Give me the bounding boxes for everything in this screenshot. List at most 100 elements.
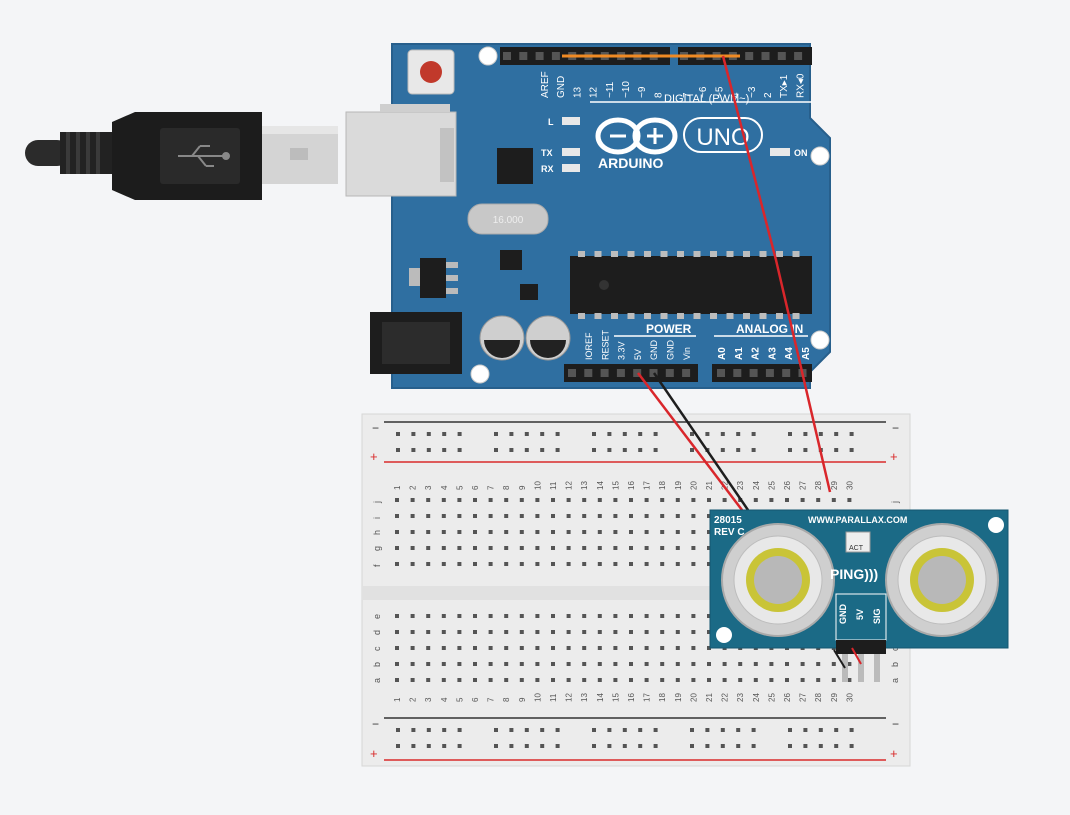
terminal-hole[interactable]	[395, 546, 399, 550]
terminal-hole[interactable]	[410, 630, 415, 634]
terminal-hole[interactable]	[613, 646, 618, 650]
terminal-hole[interactable]	[457, 530, 462, 534]
terminal-hole[interactable]	[738, 678, 743, 682]
terminal-hole[interactable]	[707, 614, 711, 618]
terminal-hole[interactable]	[660, 630, 665, 634]
terminal-hole[interactable]	[457, 546, 462, 550]
terminal-hole[interactable]	[582, 498, 587, 502]
terminal-hole[interactable]	[597, 614, 602, 618]
rail-hole[interactable]	[736, 448, 741, 452]
header-pin-hole[interactable]	[616, 369, 625, 377]
terminal-hole[interactable]	[426, 498, 431, 502]
rail-hole[interactable]	[638, 744, 643, 748]
sensor-pin-sig[interactable]	[874, 654, 880, 682]
terminal-hole[interactable]	[519, 530, 524, 534]
header-pin-hole[interactable]	[794, 52, 803, 60]
terminal-hole[interactable]	[566, 530, 571, 534]
rail-hole[interactable]	[834, 744, 839, 748]
terminal-hole[interactable]	[582, 546, 587, 550]
terminal-hole[interactable]	[457, 498, 462, 502]
terminal-hole[interactable]	[535, 678, 540, 682]
rail-hole[interactable]	[457, 432, 462, 436]
terminal-hole[interactable]	[441, 498, 446, 502]
terminal-hole[interactable]	[488, 530, 493, 534]
terminal-hole[interactable]	[816, 498, 821, 502]
terminal-hole[interactable]	[473, 614, 477, 618]
terminal-hole[interactable]	[551, 662, 555, 666]
rail-hole[interactable]	[411, 448, 416, 452]
terminal-hole[interactable]	[831, 678, 836, 682]
terminal-hole[interactable]	[707, 678, 711, 682]
terminal-hole[interactable]	[551, 514, 555, 518]
terminal-hole[interactable]	[691, 546, 696, 550]
rail-hole[interactable]	[592, 744, 596, 748]
rail-hole[interactable]	[849, 728, 854, 732]
signal-wire-red[interactable]	[721, 55, 832, 493]
terminal-hole[interactable]	[582, 662, 587, 666]
sensor-pin-5v[interactable]	[858, 654, 864, 682]
rail-hole[interactable]	[411, 728, 416, 732]
terminal-hole[interactable]	[473, 498, 477, 502]
rail-hole[interactable]	[849, 448, 854, 452]
rail-hole[interactable]	[411, 744, 416, 748]
terminal-hole[interactable]	[457, 646, 462, 650]
header-pin-hole[interactable]	[584, 369, 593, 377]
terminal-hole[interactable]	[473, 562, 477, 566]
terminal-hole[interactable]	[410, 514, 415, 518]
terminal-hole[interactable]	[597, 546, 602, 550]
terminal-hole[interactable]	[519, 498, 524, 502]
rail-hole[interactable]	[653, 744, 658, 748]
terminal-hole[interactable]	[457, 562, 462, 566]
rail-hole[interactable]	[690, 448, 694, 452]
terminal-hole[interactable]	[504, 646, 509, 650]
terminal-hole[interactable]	[519, 630, 524, 634]
rail-hole[interactable]	[705, 744, 710, 748]
terminal-hole[interactable]	[816, 678, 821, 682]
terminal-hole[interactable]	[473, 530, 477, 534]
terminal-hole[interactable]	[582, 514, 587, 518]
terminal-hole[interactable]	[535, 662, 540, 666]
header-pin-hole[interactable]	[568, 369, 576, 377]
terminal-hole[interactable]	[395, 514, 399, 518]
terminal-hole[interactable]	[457, 678, 462, 682]
rail-hole[interactable]	[622, 744, 627, 748]
terminal-hole[interactable]	[441, 514, 446, 518]
usb-cable[interactable]	[25, 112, 338, 200]
rail-hole[interactable]	[494, 744, 498, 748]
terminal-hole[interactable]	[535, 630, 540, 634]
terminal-hole[interactable]	[441, 630, 446, 634]
terminal-hole[interactable]	[504, 678, 509, 682]
terminal-hole[interactable]	[473, 646, 477, 650]
terminal-hole[interactable]	[847, 678, 852, 682]
header-pin-hole[interactable]	[717, 369, 725, 377]
terminal-hole[interactable]	[504, 530, 509, 534]
rail-hole[interactable]	[509, 728, 514, 732]
terminal-hole[interactable]	[441, 546, 446, 550]
rail-hole[interactable]	[555, 432, 560, 436]
terminal-hole[interactable]	[566, 678, 571, 682]
terminal-hole[interactable]	[504, 630, 509, 634]
terminal-hole[interactable]	[551, 530, 555, 534]
terminal-hole[interactable]	[426, 530, 431, 534]
terminal-hole[interactable]	[691, 498, 696, 502]
terminal-hole[interactable]	[519, 646, 524, 650]
terminal-hole[interactable]	[707, 546, 711, 550]
terminal-hole[interactable]	[473, 630, 477, 634]
rail-hole[interactable]	[751, 432, 756, 436]
terminal-hole[interactable]	[504, 546, 509, 550]
terminal-hole[interactable]	[738, 662, 743, 666]
terminal-hole[interactable]	[613, 530, 618, 534]
terminal-hole[interactable]	[566, 514, 571, 518]
rail-hole[interactable]	[736, 432, 741, 436]
rail-hole[interactable]	[411, 432, 416, 436]
terminal-hole[interactable]	[410, 530, 415, 534]
terminal-hole[interactable]	[675, 630, 680, 634]
rail-hole[interactable]	[457, 448, 462, 452]
terminal-hole[interactable]	[644, 662, 649, 666]
header-pin-hole[interactable]	[682, 369, 691, 377]
rail-hole[interactable]	[818, 728, 823, 732]
rail-hole[interactable]	[690, 728, 694, 732]
terminal-hole[interactable]	[535, 530, 540, 534]
terminal-hole[interactable]	[691, 678, 696, 682]
